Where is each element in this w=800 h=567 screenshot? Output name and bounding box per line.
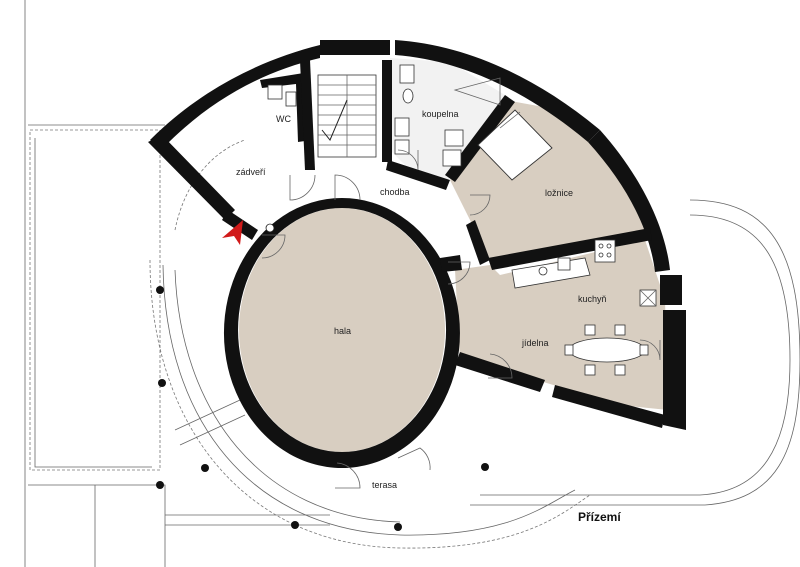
stairs [317,74,377,158]
bed [477,109,553,181]
left-terrace-outline [24,0,166,567]
room-label-wc: WC [276,114,291,124]
room-label-zadveri: zádveří [236,167,266,177]
room-label-chodba: chodba [380,187,410,197]
room-label-terasa: terasa [372,480,397,490]
sanitary-fixtures [267,64,501,167]
doorbell-icon [265,223,275,233]
kitchen-counter [511,239,657,307]
room-label-hala: hala [334,326,351,336]
doors [261,149,661,489]
plan-title: Přízemí [578,510,621,524]
terrace-outline [149,139,800,549]
room-label-loznice: ložnice [545,188,573,198]
koupelna-floor [390,58,505,180]
room-label-kuchyn: kuchyň [578,294,607,304]
walls [148,40,686,468]
hala-floor [239,208,445,452]
room-label-jidelna: jídelna [521,338,549,348]
terrace-columns [156,286,489,531]
dining-table [564,324,649,376]
entrance-arrow-icon [222,220,243,245]
room-label-koupelna: koupelna [422,109,459,119]
